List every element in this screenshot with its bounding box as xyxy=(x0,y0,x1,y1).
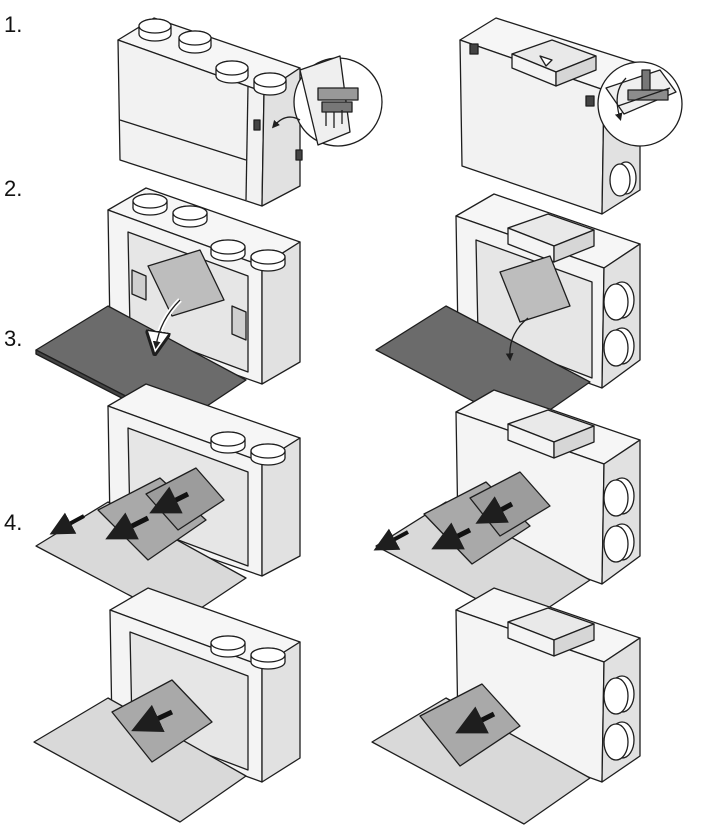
arrow-icon xyxy=(105,512,150,540)
arrow-icon xyxy=(431,522,472,550)
arrow-icon xyxy=(373,528,409,551)
arrow-icon xyxy=(455,706,496,734)
step-1-label: 1. xyxy=(4,12,23,37)
unit-door-open-right xyxy=(455,193,641,389)
latch-detail-magnifier-right xyxy=(597,61,683,147)
step-2-label: 2. xyxy=(4,176,23,201)
step-4-label: 4. xyxy=(4,510,23,535)
latch-detail-magnifier xyxy=(293,55,383,147)
door-panel-flat-4 xyxy=(33,697,247,823)
step-3-label: 3. xyxy=(4,326,23,351)
curved-arrow-icon xyxy=(614,77,627,121)
unit-closed-top-ducts xyxy=(117,17,303,207)
arrow-icon xyxy=(131,704,174,732)
door-panel-flat-right xyxy=(375,501,591,625)
arrow-icon xyxy=(49,512,85,535)
arrow-icon xyxy=(475,496,514,524)
arrow-icon xyxy=(149,486,190,514)
curved-arrow-icon xyxy=(271,116,301,129)
filter-cassette-2 xyxy=(145,467,225,531)
unit-closed-side-ducts xyxy=(459,17,641,215)
curved-arrow-icon xyxy=(505,317,529,362)
door-panel-flat-right-4 xyxy=(371,697,591,825)
